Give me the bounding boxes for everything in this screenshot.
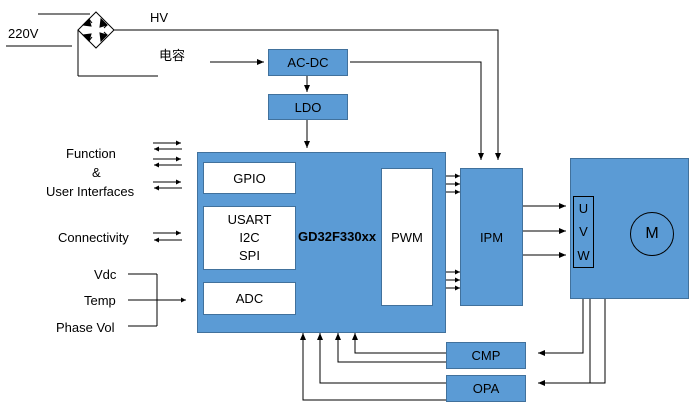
acdc-block: AC-DC bbox=[268, 49, 348, 76]
motor-circle: M bbox=[630, 212, 674, 256]
ldo-label: LDO bbox=[294, 99, 322, 115]
vdc-label: Vdc bbox=[94, 267, 117, 282]
usart-label: USART bbox=[227, 212, 272, 227]
adc-label: ADC bbox=[235, 291, 264, 306]
pwm-block: PWM bbox=[381, 168, 433, 306]
motor-m-label: M bbox=[645, 225, 659, 242]
opa-block: OPA bbox=[446, 375, 526, 402]
cmp-label: CMP bbox=[471, 348, 501, 363]
function-label: Function bbox=[66, 146, 116, 161]
ipm-label: IPM bbox=[479, 229, 504, 245]
pwm-label: PWM bbox=[391, 229, 423, 245]
capacitor-label: 电容 bbox=[159, 48, 186, 63]
comm-block: USART I2C SPI bbox=[203, 206, 296, 270]
gpio-block: GPIO bbox=[203, 162, 296, 194]
acdc-label: AC-DC bbox=[287, 55, 329, 70]
spi-label: SPI bbox=[239, 248, 260, 263]
temp-label: Temp bbox=[84, 293, 116, 308]
i2c-label: I2C bbox=[239, 230, 260, 245]
gpio-label: GPIO bbox=[233, 170, 266, 186]
mains-voltage-label: 220V bbox=[8, 26, 39, 41]
cmp-block: CMP bbox=[446, 342, 526, 369]
hv-label: HV bbox=[150, 10, 169, 25]
phase-w-label: W bbox=[577, 247, 590, 263]
ampersand-label: & bbox=[92, 165, 101, 180]
ldo-block: LDO bbox=[268, 94, 348, 120]
bridge-rectifier bbox=[77, 11, 158, 77]
phase-terminal-block: U V W bbox=[573, 196, 594, 268]
phase-vol-label: Phase Vol bbox=[56, 320, 115, 335]
ipm-block: IPM bbox=[460, 168, 523, 306]
phase-u-label: U bbox=[578, 201, 589, 217]
user-interfaces-label: User Interfaces bbox=[46, 184, 135, 199]
mcu-name-label: GD32F330xx bbox=[298, 229, 377, 244]
mains-lines bbox=[6, 13, 90, 47]
phase-v-label: V bbox=[579, 224, 588, 240]
opa-label: OPA bbox=[472, 381, 500, 396]
connectivity-label: Connectivity bbox=[58, 230, 129, 245]
user-interface-arrows bbox=[153, 140, 182, 243]
adc-block: ADC bbox=[203, 282, 296, 315]
